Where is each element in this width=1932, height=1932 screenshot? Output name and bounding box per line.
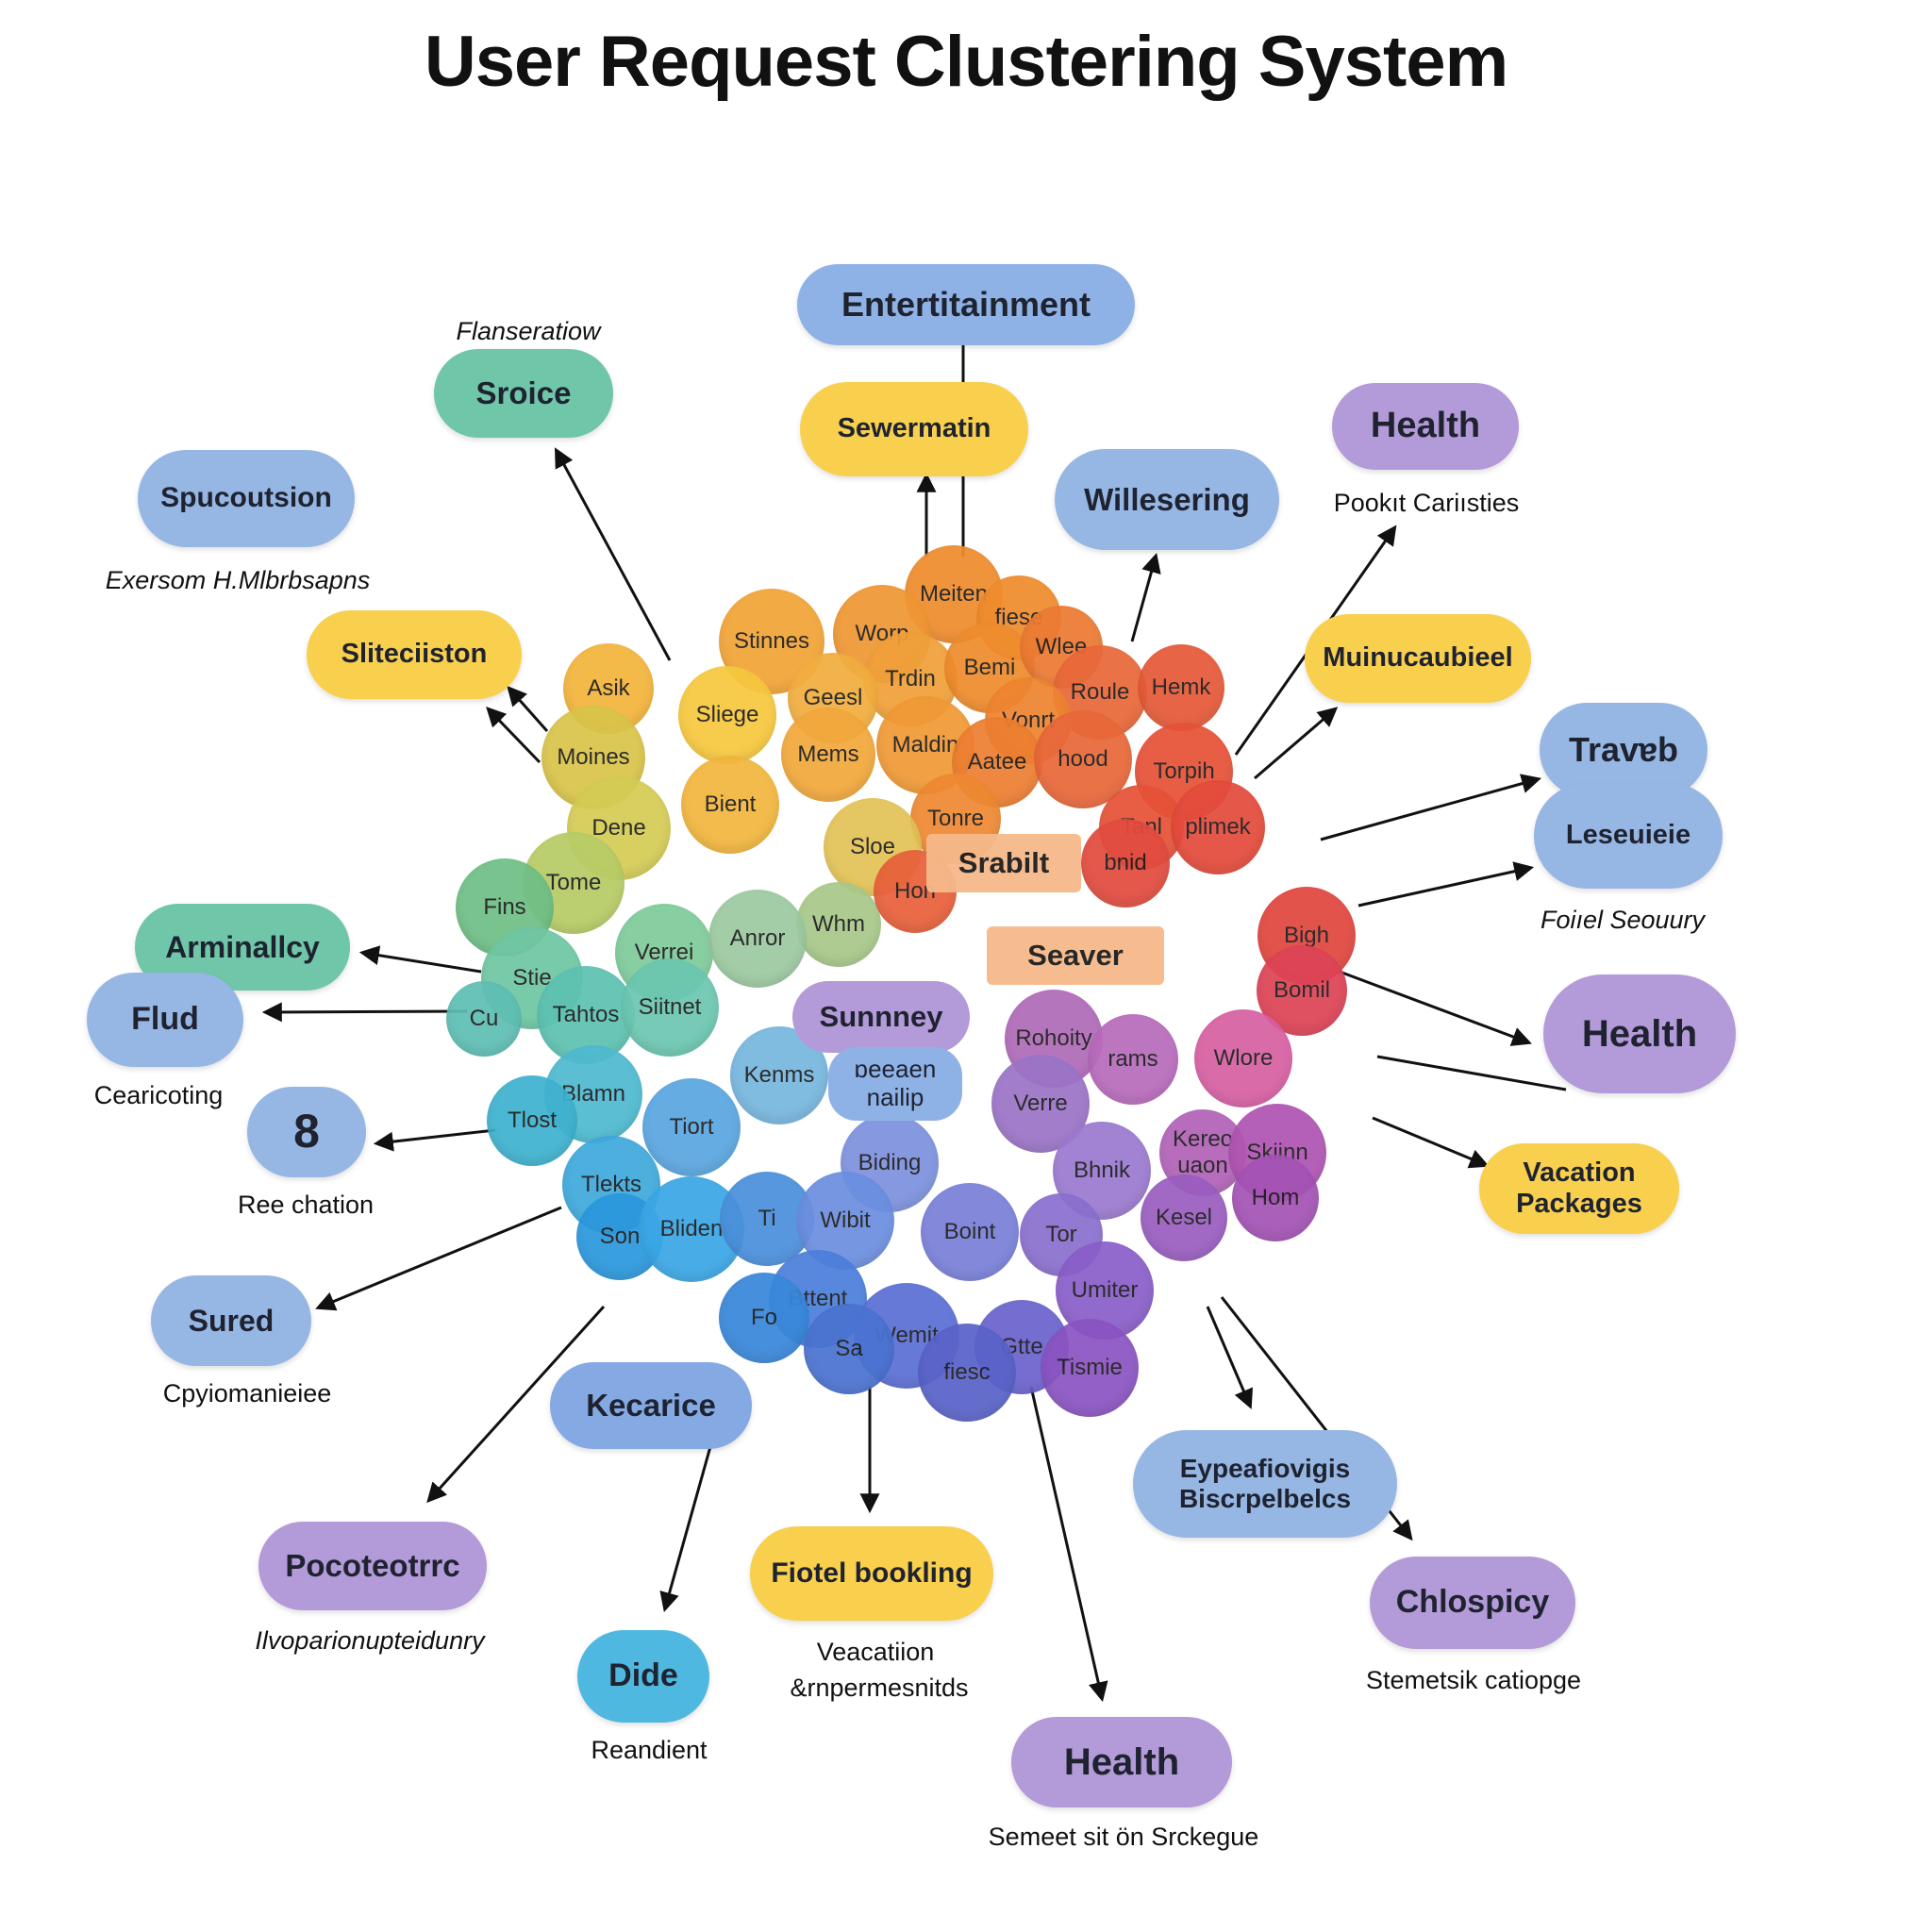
- cluster-bubble: Mems: [781, 708, 875, 802]
- caption-lesetieie: Foiıel Seouury: [1540, 906, 1706, 934]
- node-pocoteotre[interactable]: Pocoteotrrc: [258, 1522, 487, 1610]
- cluster-bubble: Sliege: [678, 666, 776, 764]
- edge-health-right-2: [1376, 1055, 1567, 1091]
- node-entertainment[interactable]: Entertitainment: [797, 264, 1135, 345]
- edge-arminally: [358, 945, 482, 974]
- node-hotel-booking[interactable]: Fiotel bookling: [750, 1526, 993, 1621]
- node-eight[interactable]: 8: [247, 1087, 366, 1177]
- page-title: User Request Clustering System: [424, 22, 1508, 102]
- node-flud[interactable]: Flud: [87, 973, 243, 1067]
- edge-sured: [315, 1206, 562, 1311]
- node-sroice[interactable]: Sroice: [434, 349, 613, 438]
- cluster-bubble: Boint: [921, 1183, 1019, 1281]
- cluster-bubble: Cu: [446, 981, 522, 1057]
- edge-sroice: [555, 447, 672, 661]
- node-health-right[interactable]: Health: [1543, 974, 1736, 1093]
- edge-slitecision-1: [507, 685, 549, 732]
- cluster-bubble: rams: [1088, 1014, 1178, 1105]
- node-chlospicy[interactable]: Chlospicy: [1370, 1557, 1575, 1649]
- node-health-top[interactable]: Health: [1332, 383, 1519, 470]
- cluster-bubble: Sloe: [824, 798, 922, 896]
- node-slitecision[interactable]: Sliteciiston: [307, 610, 522, 699]
- node-health-bottom[interactable]: Health: [1011, 1717, 1232, 1807]
- node-travel[interactable]: Travɐb: [1540, 703, 1707, 797]
- cluster-bubble: Bemi: [944, 623, 1035, 713]
- edge-vacation-packages: [1372, 1116, 1490, 1169]
- edge-willesering: [1130, 552, 1161, 642]
- cluster-bubble: Wlore: [1194, 1009, 1292, 1108]
- cluster-label-seaver: Seaver: [987, 926, 1164, 985]
- cluster-bubble: Hemk: [1138, 644, 1224, 731]
- cluster-label-sunnnley: Sunnney: [792, 981, 970, 1053]
- caption-dide: Reandient: [591, 1736, 708, 1764]
- caption-pocoteotre: Ilvoparionupteidunry: [255, 1626, 485, 1655]
- cluster-label-srabilt: Srabilt: [926, 834, 1081, 892]
- node-lesetieie[interactable]: Leseuieie: [1534, 783, 1723, 889]
- cluster-bubble: Sa: [804, 1304, 894, 1394]
- caption-health-bottom: Semeet sit ön Srckegue: [988, 1823, 1259, 1851]
- cluster-bubble: Tiort: [642, 1078, 741, 1176]
- node-sewermatin[interactable]: Sewermatin: [800, 382, 1028, 476]
- cluster-bubble: Trdin: [863, 632, 958, 726]
- caption-chlospicy: Stemetsik catiopge: [1365, 1666, 1582, 1694]
- cluster-bubble: fiesc: [918, 1324, 1016, 1422]
- cluster-bubble: bnid: [1081, 819, 1170, 908]
- cluster-bubble: Bient: [681, 756, 779, 854]
- node-vacation-packages[interactable]: Vacation Packages: [1479, 1143, 1679, 1234]
- node-expediogis[interactable]: Eypeafiovigis Biscrpelbelcs: [1133, 1430, 1397, 1538]
- cluster-label-deeaen: ɒeeaen nailip: [828, 1047, 962, 1121]
- cluster-bubble: Bhnik: [1053, 1122, 1151, 1220]
- cluster-bubble: plimek: [1171, 780, 1265, 874]
- edge-muinucaubieel: [1254, 707, 1339, 780]
- cluster-bubble: Anror: [708, 890, 807, 988]
- caption-sured: Cpyiomanieiee: [162, 1379, 332, 1407]
- caption-hotel-booking-1: Veacatiion: [816, 1638, 935, 1666]
- node-arminally[interactable]: Arminallcy: [135, 904, 350, 991]
- cluster-bubble: Tlost: [487, 1075, 577, 1166]
- edge-slitecision-2: [486, 706, 541, 764]
- cluster-bubble: Tismie: [1041, 1319, 1139, 1417]
- caption-health-top: Pookıt Cariısties: [1333, 489, 1520, 517]
- edge-expediogis: [1206, 1306, 1254, 1409]
- node-willesering[interactable]: Willesering: [1055, 449, 1279, 550]
- node-spucoutsion[interactable]: Spucoutsion: [138, 450, 355, 547]
- caption-flud: Cearicoting: [93, 1081, 224, 1109]
- cluster-bubble: Hom: [1232, 1155, 1319, 1241]
- caption-eight: Ree chation: [237, 1191, 375, 1219]
- edge-eight: [373, 1128, 496, 1152]
- cluster-bubble: Kesel: [1141, 1174, 1227, 1261]
- node-kecarice[interactable]: Kecarice: [550, 1362, 752, 1449]
- cluster-bubble: Fo: [719, 1273, 809, 1363]
- edge-pocoteotre: [426, 1305, 606, 1504]
- caption-hotel-booking-2: &rnpermesnitds: [790, 1674, 969, 1702]
- node-muinucaubieel[interactable]: Muinucaubieel: [1305, 614, 1531, 703]
- node-sured[interactable]: Sured: [151, 1275, 311, 1366]
- edge-health-right: [1339, 970, 1532, 1046]
- edge-health-bottom: [1029, 1386, 1108, 1703]
- node-dide[interactable]: Dide: [577, 1630, 709, 1723]
- caption-sroice: Flanseratiow: [456, 317, 601, 345]
- caption-spucoutsion: Exersom H.Mlbrbsapns: [105, 566, 371, 594]
- cluster-bubble: Whm: [796, 882, 881, 967]
- edge-travel: [1320, 774, 1542, 841]
- edge-flud: [261, 1002, 468, 1023]
- edge-lesetieie: [1357, 861, 1535, 908]
- cluster-bubble: Siitnet: [621, 958, 719, 1057]
